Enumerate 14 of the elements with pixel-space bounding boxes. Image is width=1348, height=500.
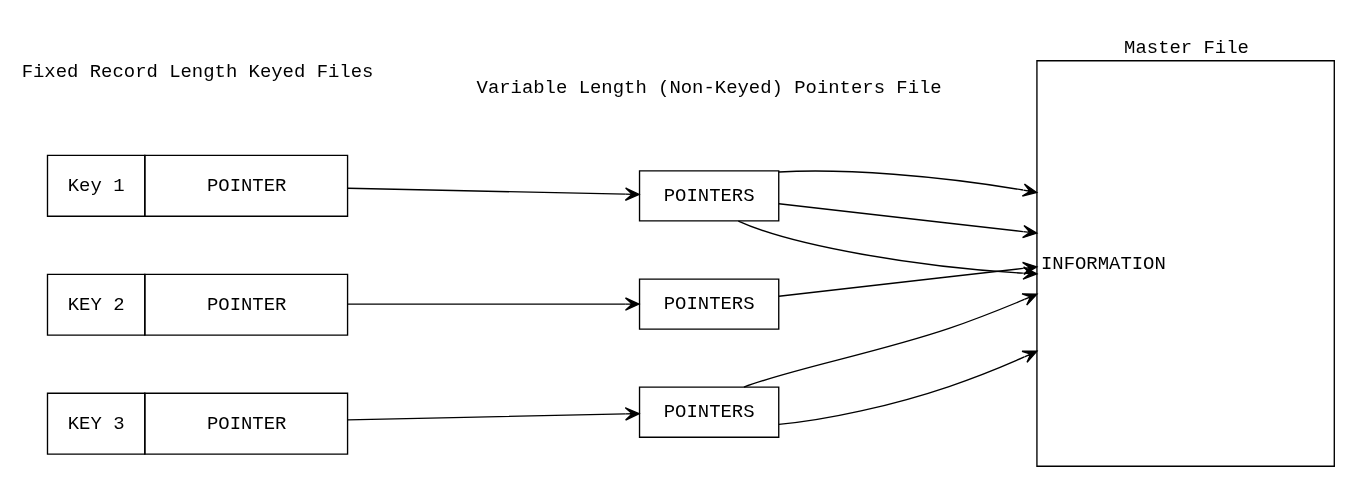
node-label: Master File (1124, 36, 1249, 59)
node-box: POINTERS (638, 278, 780, 330)
label: Variable Length (Non-Keyed) Pointers File (476, 76, 942, 99)
label: Fixed Record Length Keyed Files (21, 60, 374, 83)
arrow (347, 407, 640, 421)
node-box: POINTERS (638, 386, 780, 438)
arrow (347, 297, 640, 311)
arrow (347, 187, 640, 201)
arrow (778, 203, 1038, 239)
arrow (743, 293, 1038, 388)
node-box: INFORMATION (1036, 60, 1335, 467)
arrow (778, 350, 1038, 426)
node-box: POINTERS (638, 170, 780, 222)
arrow (778, 170, 1038, 197)
